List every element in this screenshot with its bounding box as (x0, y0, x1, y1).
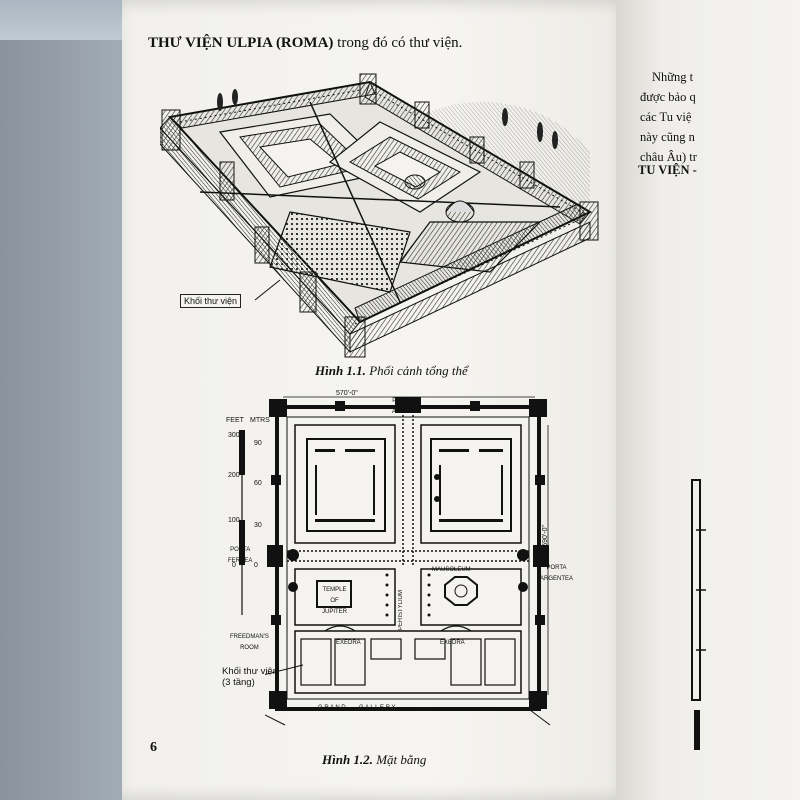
right-page-line-5: châu Âu) tr (640, 150, 697, 164)
right-page-line-2: được bảo q (640, 90, 696, 104)
background-left (0, 0, 130, 800)
dimension-side: 590'-0" (542, 525, 549, 547)
figure1-caption-num: Hình 1.1. (315, 363, 366, 378)
scale-bar (239, 430, 245, 615)
right-page-line-4: này cũng n (640, 130, 695, 144)
exedra-right-label: EXEDRA (440, 640, 465, 646)
scale-tick-m-0: 0 (254, 562, 258, 569)
book-page-right (616, 0, 800, 800)
figure1-caption: Hình 1.1. Phối cảnh tổng thể (315, 363, 468, 379)
mausoleum-label: MAUSOLEUM (432, 567, 471, 573)
peristylium-label: PERISTYLIUM (398, 590, 404, 631)
porta-aurea-label: PORTA AUREA (392, 398, 413, 415)
library-block-label: Khối thư viện (180, 294, 242, 308)
figure2-caption-text: Mặt bằng (372, 752, 427, 767)
floor-plan (265, 396, 551, 726)
dimension-top: 570'-0" (336, 390, 358, 397)
exedra-left-label: EXEDRA (336, 640, 361, 646)
right-page-heading: TU VIỆN - (638, 163, 697, 177)
scale-tick-300: 300 (228, 432, 240, 439)
figure2-caption-num: Hình 1.2. (322, 752, 373, 767)
scale-tick-200: 200 (228, 472, 240, 479)
library-3floor-label: Khối thư viện (3 tầng) (222, 666, 279, 688)
page-title-rest: trong đó có thư viện. (333, 35, 463, 51)
temple-label: TEMPLE OF JUPITER (322, 587, 348, 615)
scale-feet-label: FEET (226, 417, 244, 424)
porta-argentea-label: PORTA ARGENTEA (540, 565, 574, 582)
right-page-plan-fragment (691, 479, 706, 750)
freedmans-room-label: FREEDMAN'S ROOM (230, 634, 269, 651)
scale-tick-m-60: 60 (254, 480, 262, 487)
scale-mtrs-label: MTRS (250, 417, 270, 424)
perspective-drawing (160, 73, 599, 358)
figure2-caption: Hình 1.2. Mặt bằng (322, 752, 426, 768)
scale-tick-m-30: 30 (254, 522, 262, 529)
grand-gallery-label: G R A N D G A L L E R Y (318, 705, 396, 711)
page-number: 6 (150, 740, 157, 755)
page-title: THƯ VIỆN ULPIA (ROMA) trong đó có thư vi… (148, 35, 462, 52)
right-page-line-3: các Tu việ (640, 110, 692, 124)
figure1-caption-text: Phối cảnh tổng thể (365, 363, 468, 378)
scale-tick-0: 0 (232, 562, 236, 569)
right-page-line-1: Những t (652, 70, 694, 84)
scale-tick-m-90: 90 (254, 440, 262, 447)
porta-ferrea-label: PORTA FERREA (228, 547, 253, 564)
page-title-bold: THƯ VIỆN ULPIA (ROMA) (148, 35, 334, 51)
scale-tick-100: 100 (228, 517, 240, 524)
